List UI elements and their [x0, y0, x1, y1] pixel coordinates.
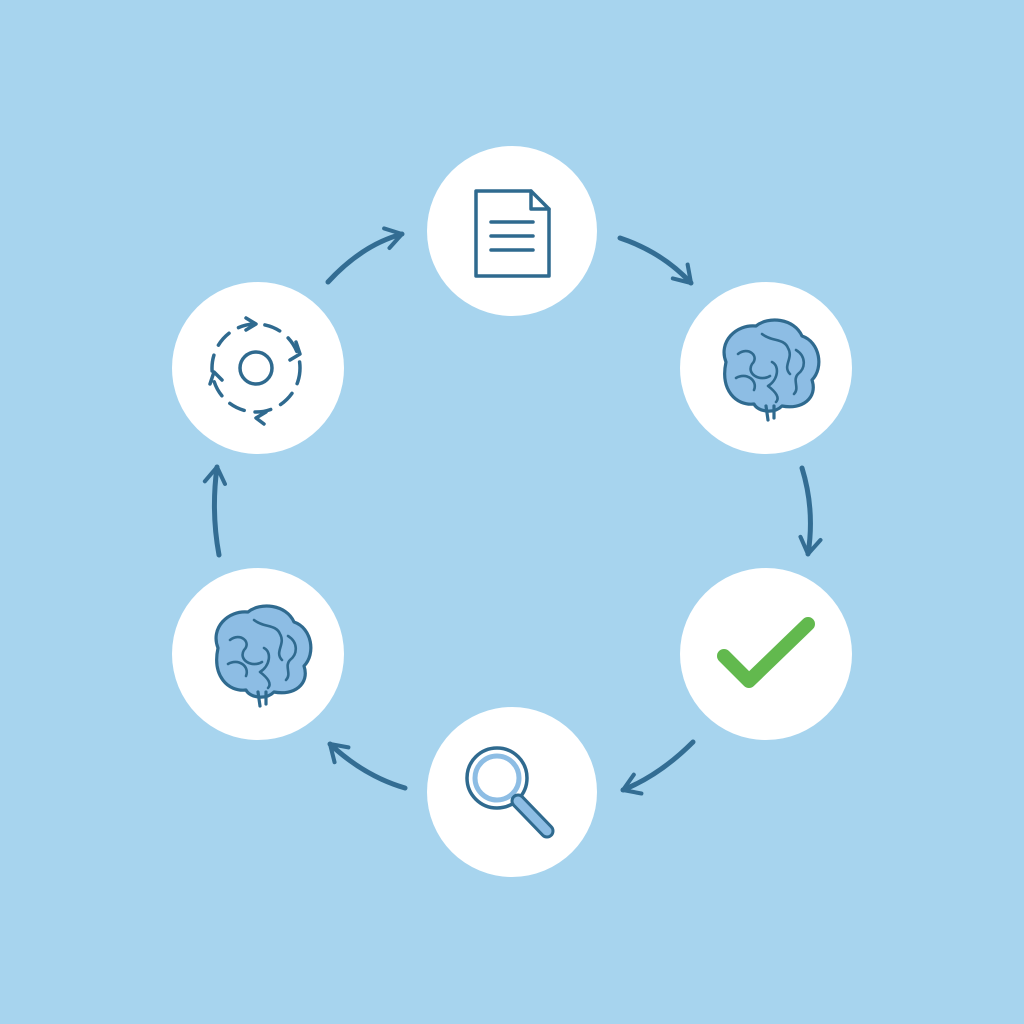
node-document-circle [427, 146, 597, 316]
edge-document-to-brain-right [617, 235, 694, 286]
checkmark-icon [717, 617, 815, 688]
edge-search-to-brain-left [327, 741, 408, 791]
node-brain-right [680, 282, 852, 454]
node-brain-left [172, 568, 344, 740]
node-search [427, 707, 597, 877]
node-cycle [172, 282, 344, 454]
node-document [427, 146, 597, 316]
document-icon [474, 189, 551, 278]
edge-brain-left-to-cycle [202, 464, 227, 558]
node-check-circle [680, 568, 852, 740]
edge-cycle-to-document [325, 226, 405, 285]
brain-icon [722, 318, 821, 422]
brain-icon [214, 604, 313, 708]
edge-brain-right-to-check [798, 465, 823, 557]
node-check [680, 568, 852, 740]
edge-check-to-search [620, 739, 696, 796]
refresh-cycle-icon [208, 316, 302, 426]
node-cycle-circle [172, 282, 344, 454]
magnifier-icon [465, 746, 555, 839]
